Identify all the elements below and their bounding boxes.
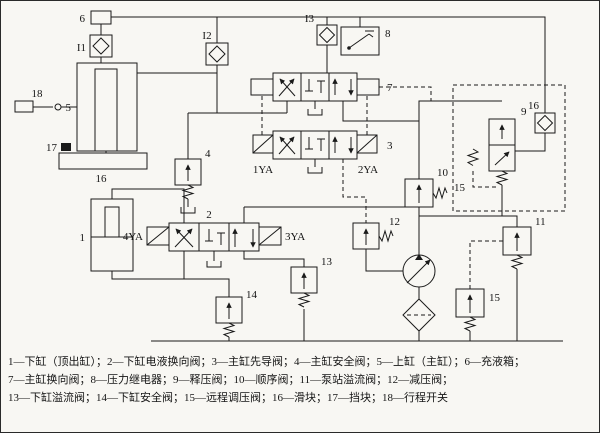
label-9: 9 [521, 106, 527, 118]
label-7: 7 [387, 82, 393, 94]
label-17: 17 [46, 142, 58, 154]
filter [402, 298, 436, 332]
label-13: 13 [321, 256, 333, 268]
label-4: 4 [205, 148, 211, 160]
charge-check-valve-i1: I1 [77, 34, 113, 58]
label-11: 11 [535, 216, 546, 228]
legend: 1—下缸（顶出缸）；2—下缸电液换向阀；3—主缸先导阀；4—主缸安全阀；5—上缸… [1, 353, 599, 407]
pump-relief-valve: 11 [502, 216, 546, 270]
label-12: 12 [389, 216, 400, 228]
label-8: 8 [385, 28, 391, 40]
check-valve-i2: I2 [202, 30, 229, 66]
lower-directional-valve: 2 4YA 3YA [123, 209, 305, 268]
lower-overflow-valve: 13 [290, 256, 333, 308]
label-1: 1 [80, 232, 86, 244]
fill-tank: 6 [80, 10, 112, 25]
legend-line-1: 1—下缸（顶出缸）；2—下缸电液换向阀；3—主缸先导阀；4—主缸安全阀；5—上缸… [8, 356, 525, 368]
label-2ya: 2YA [358, 164, 378, 176]
label-i2: I2 [202, 30, 211, 42]
pilot-control-lines [261, 86, 503, 289]
stop-block: 17 [46, 142, 71, 154]
remote-pressure-valve: 15 [455, 288, 501, 332]
main-piping [100, 16, 546, 341]
label-i6: 16 [528, 100, 540, 112]
hydraulic-schematic: 6 I1 18 5 17 16 I2 I3 [14, 10, 566, 342]
label-18: 18 [32, 88, 44, 100]
label-5: 5 [66, 102, 72, 114]
label-10: 10 [437, 167, 449, 179]
slider-block: 16 [58, 152, 148, 185]
travel-switch: 18 [14, 88, 77, 113]
label-15b: 15 [489, 292, 501, 304]
pump [402, 254, 436, 288]
upper-cylinder: 5 [66, 62, 138, 152]
lower-safety-valve: 14 [215, 289, 258, 338]
release-valve-block: 9 16 15 [452, 84, 566, 212]
label-i1: I1 [77, 42, 86, 54]
check-valve-i3: I3 [305, 13, 338, 46]
main-directional-valve: 7 [250, 72, 393, 116]
pilot-valve: 3 1YA 2YA [252, 130, 393, 176]
label-3ya: 3YA [285, 231, 305, 243]
sequence-valve: 10 [404, 167, 449, 208]
lower-cylinder: 1 [80, 198, 134, 272]
label-2: 2 [206, 209, 212, 221]
legend-line-3: 13—下缸溢流阀；14—下缸安全阀；15—远程调压阀；16—滑块；17—挡块；1… [8, 391, 448, 404]
label-i3: I3 [305, 13, 315, 25]
legend-line-2: 7—主缸换向阀；8—压力继电器；9—释压阀；10—顺序阀；11—泵站溢流阀；12… [8, 373, 454, 386]
pressure-relay: 8 [340, 26, 391, 56]
label-6: 6 [80, 13, 86, 25]
reducing-valve: 12 [352, 216, 400, 250]
label-15a: 15 [454, 182, 466, 194]
label-1ya: 1YA [253, 164, 273, 176]
label-16: 16 [96, 173, 108, 185]
label-3: 3 [387, 140, 393, 152]
main-safety-valve: 4 [174, 148, 211, 214]
label-14: 14 [246, 289, 258, 301]
